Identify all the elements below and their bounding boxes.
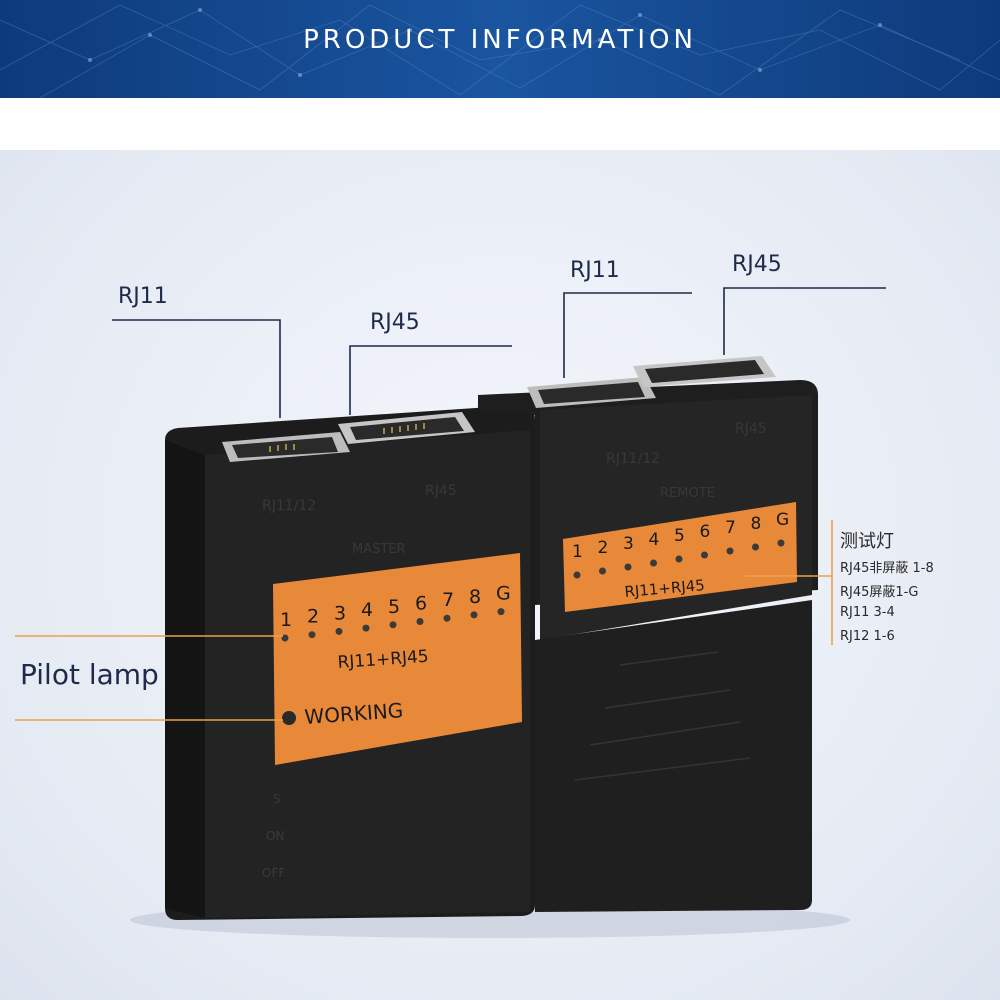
master-unit-label: MASTER — [352, 542, 406, 557]
led-number-5: 5 — [388, 596, 400, 618]
led-number-2: 2 — [307, 606, 319, 628]
led-dot-icon — [573, 571, 581, 579]
led-number-7: 7 — [725, 518, 736, 538]
switch-label-off: OFF — [262, 866, 285, 880]
rj45-port-master-icon — [338, 412, 475, 444]
led-number-6: 6 — [415, 593, 427, 615]
led-dot-icon — [650, 559, 657, 567]
led-number-4: 4 — [361, 599, 373, 621]
remote-led-row — [573, 539, 785, 579]
led-dot-icon — [416, 618, 424, 625]
test-light-item: RJ12 1-6 — [840, 629, 895, 644]
callout-rj11-right: RJ11 — [570, 258, 620, 283]
led-dot-icon — [308, 631, 316, 639]
led-dot-icon — [389, 621, 397, 629]
master-port-rj11-label: RJ11/12 — [262, 498, 316, 514]
led-dot-icon — [362, 624, 370, 632]
led-dot-icon — [624, 563, 632, 571]
led-number-1: 1 — [572, 542, 583, 562]
header-banner: PRODUCT INFORMATION — [0, 0, 1000, 98]
led-number-8: 8 — [751, 514, 762, 534]
switch-label-on: ON — [266, 829, 284, 843]
led-number-1: 1 — [280, 609, 292, 631]
led-number-7: 7 — [442, 589, 454, 611]
test-lights-title: 测试灯 — [840, 531, 894, 552]
callout-pilot-lamp: Pilot lamp — [20, 658, 159, 691]
led-dot-icon — [335, 627, 343, 635]
orange-callout-lines — [15, 520, 833, 721]
led-number-2: 2 — [598, 538, 609, 558]
rj45-port-remote-icon — [633, 356, 776, 387]
master-led-panel — [273, 553, 522, 765]
led-dot-icon — [497, 608, 505, 616]
remote-unit-label: REMOTE — [660, 486, 715, 501]
test-light-item: RJ11 3-4 — [840, 605, 895, 620]
callout-lines — [112, 287, 886, 418]
rj11-port-master-icon — [222, 432, 350, 462]
led-dot-icon — [777, 539, 785, 547]
led-number-G: G — [776, 510, 789, 530]
led-dot-icon — [443, 614, 451, 622]
led-dot-icon — [726, 547, 734, 555]
led-number-6: 6 — [700, 522, 711, 542]
led-number-5: 5 — [674, 526, 685, 546]
header-title: PRODUCT INFORMATION — [303, 25, 697, 55]
network-pattern-decoration — [0, 4, 1000, 98]
led-number-3: 3 — [623, 534, 634, 554]
led-dot-icon — [752, 543, 759, 551]
led-dot-icon — [599, 567, 606, 575]
remote-port-rj45-label: RJ45 — [735, 421, 767, 437]
master-port-rj45-label: RJ45 — [425, 483, 457, 499]
switch-label-s: S — [273, 792, 281, 806]
remote-port-rj11-label: RJ11/12 — [606, 451, 660, 467]
callout-rj11-left: RJ11 — [118, 284, 168, 309]
test-light-item: RJ45非屏蔽 1-8 — [840, 561, 934, 576]
led-dot-icon — [281, 634, 289, 642]
callout-rj45-right: RJ45 — [732, 252, 782, 277]
led-number-3: 3 — [334, 602, 346, 624]
led-dot-icon — [675, 555, 683, 563]
test-light-item: RJ45屏蔽1-G — [840, 585, 919, 600]
master-led-row — [281, 608, 505, 642]
led-number-G: G — [496, 583, 511, 605]
led-dot-icon — [470, 611, 478, 619]
rj11-port-remote-icon — [527, 377, 656, 408]
led-number-4: 4 — [649, 530, 660, 550]
callout-rj45-left: RJ45 — [370, 310, 420, 335]
led-number-8: 8 — [469, 586, 481, 608]
working-led-icon — [282, 711, 296, 725]
led-dot-icon — [701, 551, 708, 559]
